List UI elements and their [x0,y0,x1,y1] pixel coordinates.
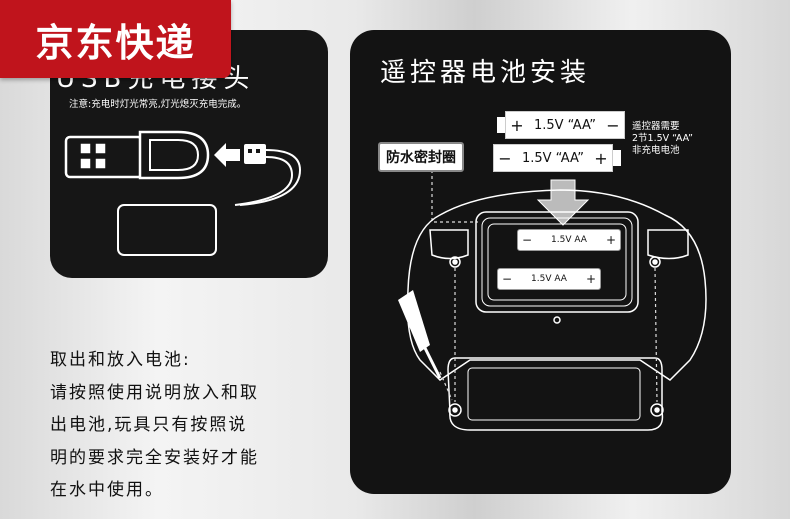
battery-note-line: 非充电电池 [632,145,680,156]
remote-panel [350,30,731,494]
positive-sign: + [510,115,524,135]
instruction-line: 取出和放入电池: [50,350,191,370]
battery-top: + 1.5V “AA” − [505,111,625,139]
instruction-line: 明的要求完全安装好才能 [50,447,259,468]
inner-battery-bottom: − 1.5V AA + [497,268,601,290]
positive-sign: + [605,233,617,247]
screwdriver-icon [398,290,442,379]
usb-plug-icon [64,130,210,180]
courier-badge: 京东快递 [0,0,231,78]
screw-guide-lines [439,267,658,403]
negative-sign: − [501,272,513,286]
battery-requirement-note: 遥控器需要 2节1.5V “AA” 非充电电池 [632,121,693,157]
battery-label: 1.5V “AA” [521,150,585,166]
battery-note-line: 2节1.5V “AA” [632,133,693,144]
inner-battery-label: 1.5V AA [551,235,587,245]
insert-arrow-icon [214,143,240,167]
inner-battery-label: 1.5V AA [531,274,567,284]
waterproof-seal-label: 防水密封圈 [378,142,464,172]
connector-icon [234,144,302,206]
battery-top-cap [497,117,505,133]
instruction-line: 请按照使用说明放入和取 [50,382,259,403]
negative-sign: − [521,233,533,247]
instruction-line: 出电池,玩具只有按照说 [50,415,248,435]
battery-label: 1.5V “AA” [533,117,597,133]
positive-sign: + [585,272,597,286]
battery-pack-icon [117,204,217,256]
battery-instructions: 取出和放入电池: 请按照使用说明放入和取 出电池,玩具只有按照说 明的要求完全安… [50,344,259,507]
battery-bottom-cap [613,150,621,166]
battery-bottom: − 1.5V “AA” + [493,144,613,172]
battery-note-line: 遥控器需要 [632,121,680,132]
inner-battery-top: − 1.5V AA + [517,229,621,251]
usb-charging-note: 注意:充电时灯光常亮,灯光熄灭充电完成。 [69,99,247,110]
negative-sign: − [606,115,620,135]
positive-sign: + [594,148,608,168]
remote-panel-title: 遥控器电池安装 [380,58,591,88]
instruction-line: 在水中使用。 [50,480,164,500]
remote-outline [406,189,707,431]
negative-sign: − [498,148,512,168]
